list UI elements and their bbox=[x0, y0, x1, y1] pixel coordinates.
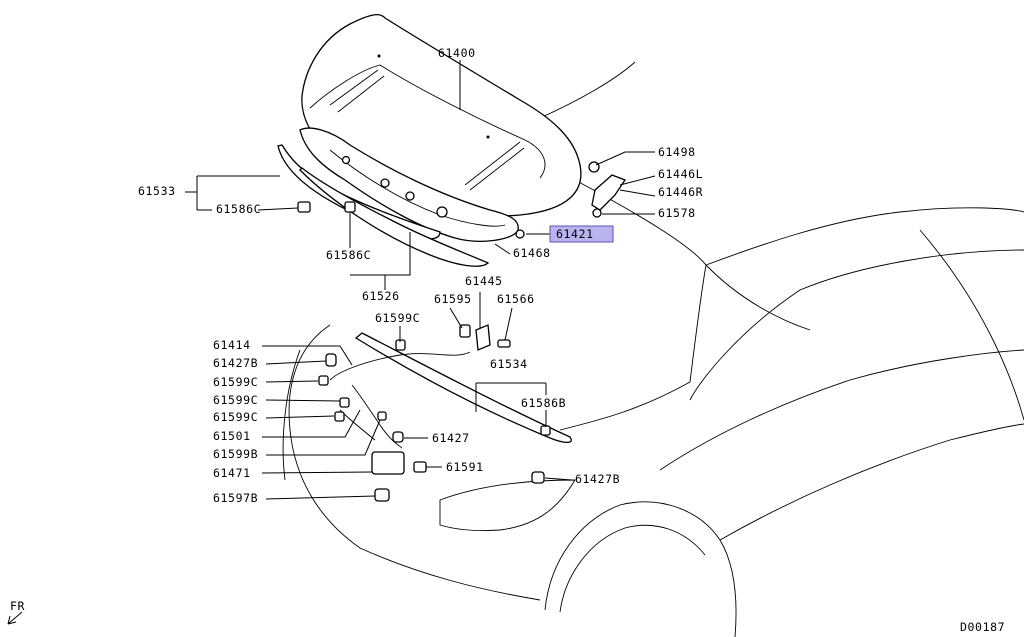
hood-seal-strips bbox=[277, 144, 490, 267]
part-label-p61427B_b[interactable]: 61427B bbox=[575, 472, 620, 486]
part-label-p61533[interactable]: 61533 bbox=[138, 184, 176, 198]
part-label-p61427[interactable]: 61427 bbox=[432, 431, 470, 445]
part-label-p61534[interactable]: 61534 bbox=[490, 357, 528, 371]
car-body-outline bbox=[282, 61, 1024, 637]
part-label-p61591[interactable]: 61591 bbox=[446, 460, 484, 474]
part-label-p61501[interactable]: 61501 bbox=[213, 429, 251, 443]
part-label-p61599C_2[interactable]: 61599C bbox=[213, 393, 258, 407]
part-label-p61400[interactable]: 61400 bbox=[438, 46, 476, 60]
front-seal-strip bbox=[354, 332, 572, 444]
hood-panel bbox=[301, 13, 582, 217]
part-label-p61599C_1[interactable]: 61599C bbox=[213, 375, 258, 389]
part-label-p61427B_a[interactable]: 61427B bbox=[213, 356, 258, 370]
part-label-p61586C_a[interactable]: 61586C bbox=[216, 202, 261, 216]
hood-hinge bbox=[515, 161, 626, 239]
part-label-p61471[interactable]: 61471 bbox=[213, 466, 251, 480]
part-label-p61446L[interactable]: 61446L bbox=[658, 167, 703, 181]
part-label-code[interactable]: D00187 bbox=[960, 620, 1005, 634]
leader-lines bbox=[185, 60, 656, 500]
clip-parts bbox=[297, 201, 551, 502]
part-label-p61446R[interactable]: 61446R bbox=[658, 185, 703, 199]
part-label-p61599C_top[interactable]: 61599C bbox=[375, 311, 420, 325]
part-label-p61468[interactable]: 61468 bbox=[513, 246, 551, 260]
part-label-p61445[interactable]: 61445 bbox=[465, 274, 503, 288]
part-label-p61566[interactable]: 61566 bbox=[497, 292, 535, 306]
part-label-p61595[interactable]: 61595 bbox=[434, 292, 472, 306]
part-label-p61578[interactable]: 61578 bbox=[658, 206, 696, 220]
part-label-p61597B[interactable]: 61597B bbox=[213, 491, 258, 505]
part-label-p61599C_3[interactable]: 61599C bbox=[213, 410, 258, 424]
part-label-p61586C_b[interactable]: 61586C bbox=[326, 248, 371, 262]
part-label-fr[interactable]: FR bbox=[10, 599, 25, 613]
part-label-p61599B[interactable]: 61599B bbox=[213, 447, 258, 461]
highlight-box-61421 bbox=[549, 225, 614, 243]
part-label-p61498[interactable]: 61498 bbox=[658, 145, 696, 159]
part-number-labels: 61400 61498 61446L 61446R 61578 61421 61468 615… bbox=[10, 46, 1005, 634]
part-label-p61421[interactable]: 61421 bbox=[556, 227, 594, 241]
part-label-p61586B[interactable]: 61586B bbox=[521, 396, 566, 410]
front-direction-arrow-icon bbox=[7, 611, 23, 625]
part-label-p61414[interactable]: 61414 bbox=[213, 338, 251, 352]
part-label-p61526[interactable]: 61526 bbox=[362, 289, 400, 303]
